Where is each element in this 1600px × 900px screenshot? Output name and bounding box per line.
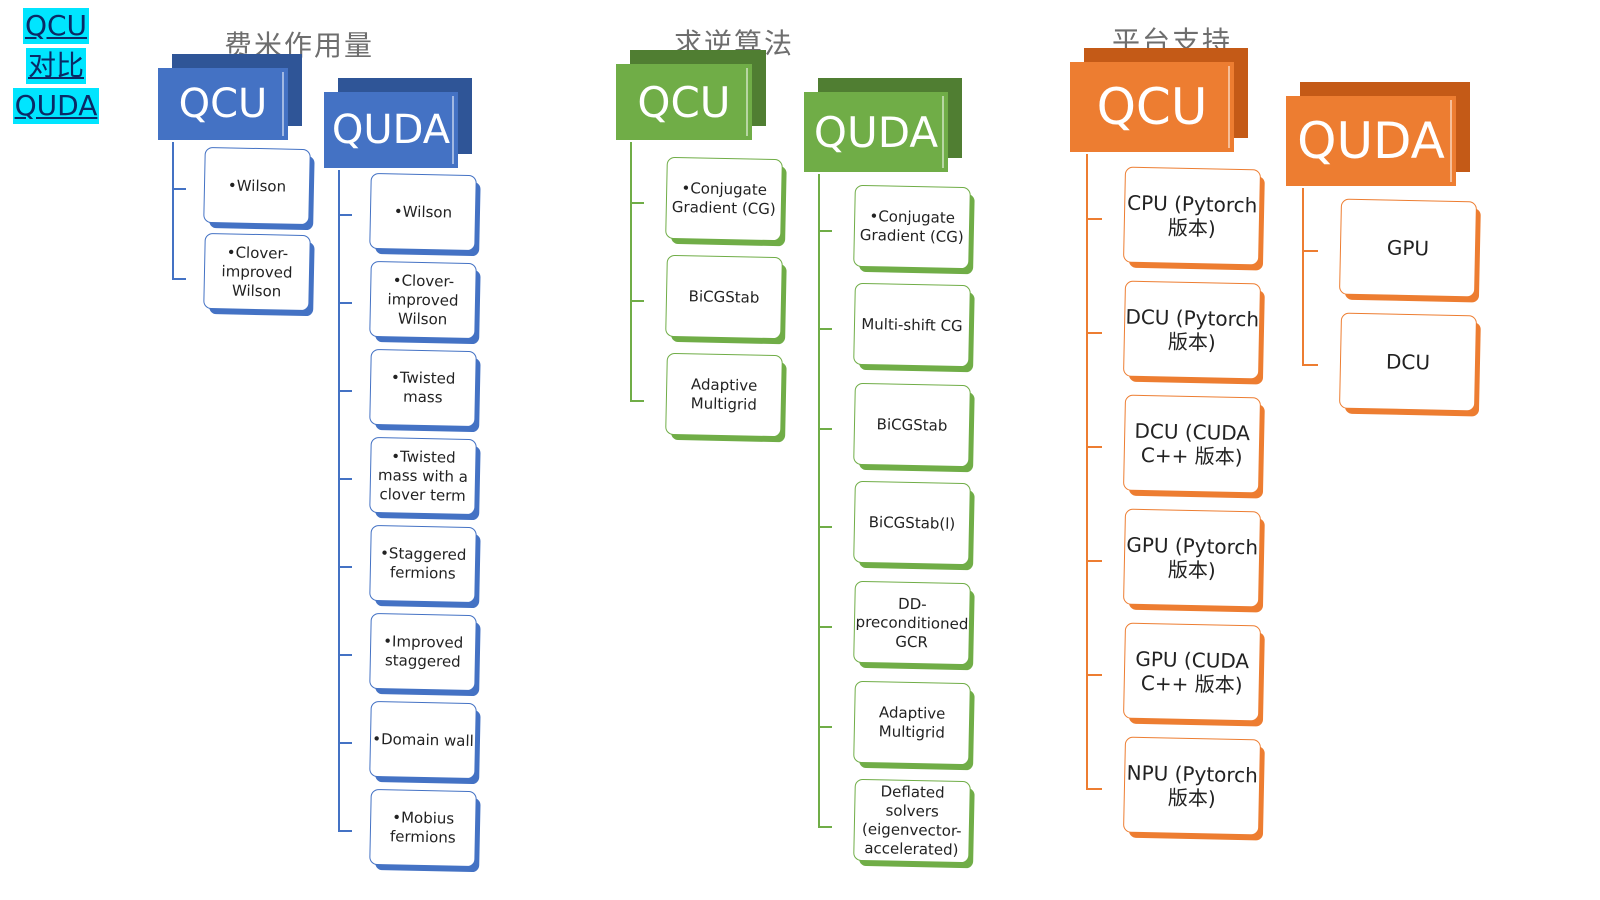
quda-fermion-item: •Improved staggered <box>369 612 477 692</box>
quda-fermion-item: •Domain wall <box>369 700 477 780</box>
quda-platform-item: GPU <box>1339 198 1477 298</box>
quda-fermion-item: •Wilson <box>369 172 477 252</box>
qcu-fermion-item: •Clover-improved Wilson <box>203 232 311 312</box>
qcu-solver-item: •Conjugate Gradient (CG) <box>665 156 783 242</box>
quda-fermion-item: •Twisted mass <box>369 348 477 428</box>
quda-solver-item: DD-preconditioned GCR <box>853 580 971 666</box>
qcu-solver-item: BiCGStab <box>665 254 783 340</box>
quda-fermion-item: •Clover-improved Wilson <box>369 260 477 340</box>
qcu-fermion-item: •Wilson <box>203 146 311 226</box>
quda-solver-item: Multi-shift CG <box>853 282 971 368</box>
qcu-platform-item: DCU (CUDA C++ 版本) <box>1123 394 1261 494</box>
quda-solver-item: BiCGStab(l) <box>853 480 971 566</box>
corner-title-line3: QUDA <box>12 88 100 124</box>
qcu-header-label: QCU <box>637 77 731 127</box>
quda-solver-item: Adaptive Multigrid <box>853 680 971 766</box>
quda-platform-item: DCU <box>1339 312 1477 412</box>
quda-solver-item: BiCGStab <box>853 382 971 468</box>
qcu-header-label: QCU <box>178 81 268 127</box>
qcu-platform-item: DCU (Pytorch 版本) <box>1123 280 1261 380</box>
quda-fermion-item: •Mobius fermions <box>369 788 477 868</box>
column-heading-solvers: 求逆算法 <box>674 27 795 60</box>
qcu-header-fermion: QCU <box>158 68 288 140</box>
qcu-platform-item: GPU (CUDA C++ 版本) <box>1123 622 1261 722</box>
corner-title-line1: QCU <box>22 8 90 44</box>
corner-title: QCU 对比 QUDA <box>8 6 104 126</box>
quda-solver-item: •Conjugate Gradient (CG) <box>853 184 971 270</box>
column-heading-fermion-action: 费米作用量 <box>224 29 375 62</box>
quda-solver-item: Deflated solvers (eigenvector-accelerate… <box>853 778 971 864</box>
qcu-platform-item: GPU (Pytorch 版本) <box>1123 508 1261 608</box>
quda-header-platform: QUDA <box>1286 96 1456 186</box>
qcu-platform-item: NPU (Pytorch 版本) <box>1123 736 1261 836</box>
qcu-header-platform: QCU <box>1070 62 1234 152</box>
qcu-solver-item: Adaptive Multigrid <box>665 352 783 438</box>
quda-fermion-item: •Staggered fermions <box>369 524 477 604</box>
qcu-header-solvers: QCU <box>616 64 752 140</box>
quda-header-fermion: QUDA <box>324 92 458 168</box>
quda-header-solvers: QUDA <box>804 92 948 172</box>
qcu-header-label: QCU <box>1096 78 1208 136</box>
quda-header-label: QUDA <box>331 107 451 153</box>
quda-fermion-item: •Twisted mass with a clover term <box>369 436 477 516</box>
quda-header-label: QUDA <box>1297 112 1445 170</box>
column-heading-platform: 平台支持 <box>1112 25 1233 58</box>
qcu-platform-item: CPU (Pytorch 版本) <box>1123 166 1261 266</box>
corner-title-line2: 对比 <box>25 48 86 84</box>
quda-header-label: QUDA <box>813 107 939 157</box>
